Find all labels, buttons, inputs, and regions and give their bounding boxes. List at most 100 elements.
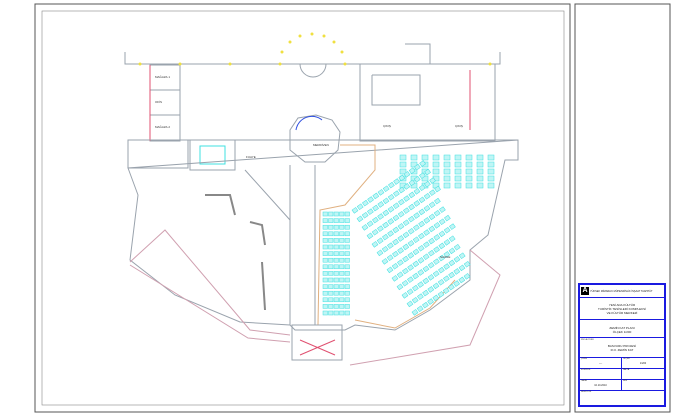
seat: [465, 161, 473, 168]
seat: [413, 212, 420, 219]
seat: [376, 249, 384, 257]
light-fixture: [322, 34, 326, 38]
seat: [367, 196, 374, 203]
seat: [322, 290, 328, 296]
seat: [322, 264, 328, 270]
seat: [443, 275, 450, 282]
seat: [344, 238, 350, 243]
seat: [387, 218, 395, 225]
seat: [403, 195, 410, 202]
light-fixture: [310, 32, 314, 36]
seat: [428, 201, 436, 209]
seat: [333, 310, 339, 316]
seat: [344, 218, 350, 223]
seat: [397, 259, 404, 266]
seat: [403, 183, 411, 190]
seat: [387, 242, 394, 249]
field-value: ----: [598, 362, 603, 365]
seat: [465, 168, 473, 175]
seat: [339, 290, 345, 296]
project-title-line: YENİ ADA KÜLTÜR: [608, 303, 636, 307]
seat: [411, 296, 419, 304]
seat: [418, 208, 426, 216]
seat: [328, 231, 334, 237]
seat: [406, 300, 414, 308]
seat: [344, 257, 350, 263]
seat: [339, 257, 345, 263]
seat: [443, 175, 451, 182]
seat: [433, 222, 441, 229]
seat: [328, 304, 334, 309]
seat: [328, 264, 334, 270]
seat: [333, 277, 339, 283]
seat: [382, 197, 390, 205]
seat: [428, 237, 435, 245]
seat: [339, 244, 345, 250]
seat: [418, 232, 425, 240]
auditorium-seating: [322, 154, 495, 316]
seat: [406, 288, 414, 296]
seat: [458, 264, 466, 272]
seat: [444, 214, 451, 222]
field-checked: KONTROL: [580, 368, 622, 379]
seat: [448, 247, 456, 255]
light-fixture: [343, 62, 347, 66]
seat: [397, 247, 404, 254]
revision-label: REVİZYON: [581, 391, 592, 393]
auditorium-wall: [317, 144, 376, 326]
seat: [423, 192, 431, 200]
seat: [458, 252, 466, 260]
seat: [376, 237, 384, 245]
seat: [399, 154, 407, 161]
seat: [419, 172, 426, 179]
stair-curve: [295, 115, 323, 131]
field-label: TARİH: [581, 380, 587, 382]
seat: [428, 225, 436, 233]
seat: [410, 161, 418, 168]
seat: [443, 263, 450, 270]
seat: [407, 227, 415, 235]
seat: [487, 154, 495, 161]
seat: [333, 224, 339, 230]
seat: [432, 282, 440, 290]
seat: [339, 264, 345, 270]
seat: [416, 305, 424, 313]
seat: [424, 180, 431, 188]
terrace-wall: [405, 43, 431, 64]
seat: [448, 271, 455, 279]
seat: [429, 177, 436, 184]
seat: [339, 310, 345, 316]
seat: [432, 294, 440, 302]
entrance-arc: [299, 63, 327, 78]
seat: [344, 271, 350, 276]
seat: [449, 223, 456, 230]
title-block: A YÜKSEK MİMARLIK MÜHENDİSLİK İNŞAAT TAA…: [578, 283, 666, 407]
company-name: YÜKSEK MİMARLIK MÜHENDİSLİK İNŞAAT TAAHH…: [590, 289, 653, 293]
seat: [344, 310, 350, 316]
entrance-porch: [291, 324, 343, 361]
seat: [372, 216, 379, 224]
seat: [398, 198, 405, 206]
seat: [344, 290, 350, 296]
seat: [344, 244, 350, 250]
seat: [361, 224, 369, 231]
entrance-line: [299, 339, 336, 356]
seat: [432, 161, 440, 168]
seat: [344, 211, 350, 217]
seat: [386, 254, 394, 262]
field-date: TARİH 10.10.2010: [580, 379, 622, 390]
seat: [361, 211, 369, 219]
seat: [339, 218, 345, 223]
seat: [427, 261, 435, 269]
seat: [333, 231, 339, 237]
seat: [322, 251, 328, 256]
office-room: [371, 74, 421, 106]
seat: [448, 259, 456, 267]
project-title-line: TURİSTİK TESİSLERİ KOMPLEKSİ: [598, 307, 646, 311]
seat: [328, 218, 334, 223]
seat: [333, 244, 339, 250]
field-value: 10.10.2010: [594, 384, 607, 387]
seat: [453, 256, 461, 263]
seat: [427, 286, 435, 293]
